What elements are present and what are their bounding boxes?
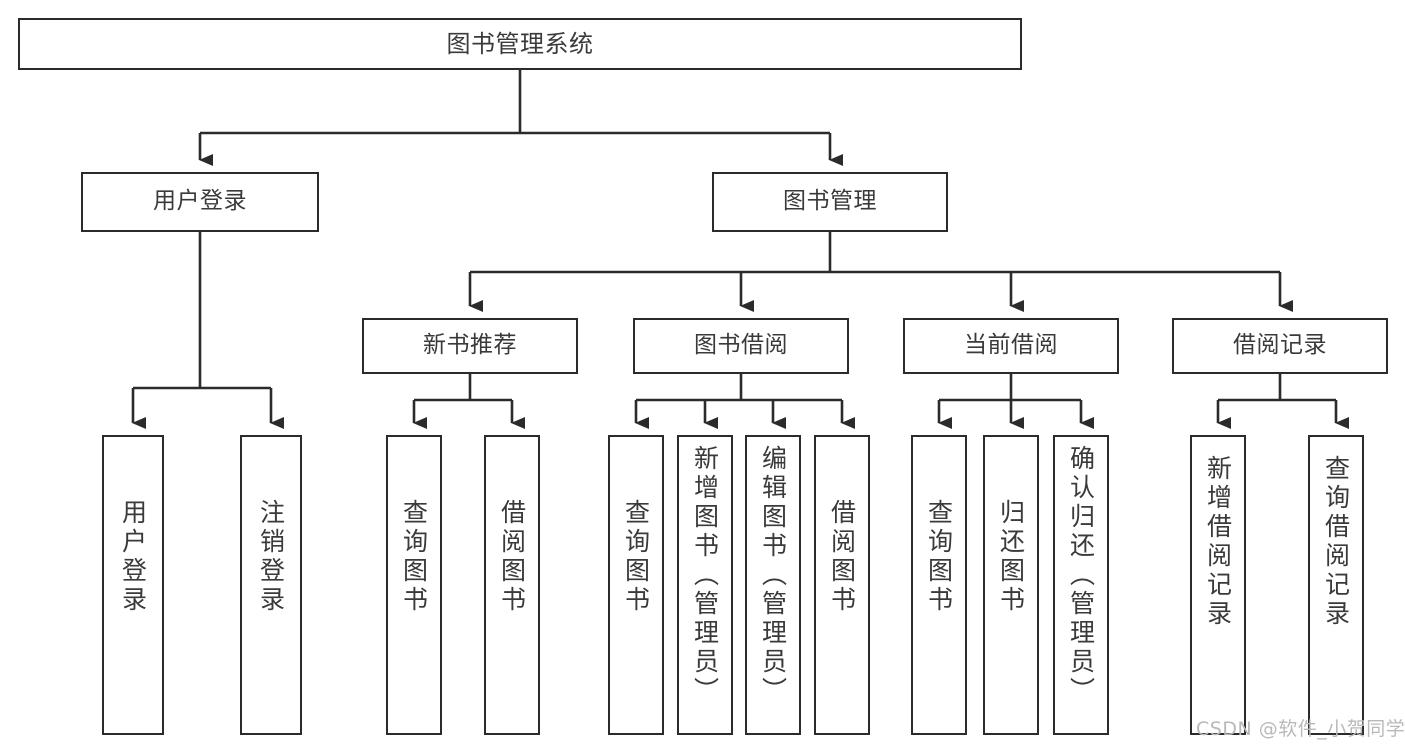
node-book-manage[interactable]: 图书管理 xyxy=(712,172,948,232)
node-borrow-record-label: 借阅记录 xyxy=(1233,332,1327,359)
csdn-watermark: CSDN @软件_小贺同学 xyxy=(1196,718,1405,740)
node-leaf-query-book-3[interactable]: 查询图书 xyxy=(911,435,967,735)
node-leaf-query-record[interactable]: 查询借阅记录 xyxy=(1308,435,1364,735)
node-leaf-edit-book[interactable]: 编辑图书（管理员） xyxy=(745,435,801,735)
node-new-book-recommend-label: 新书推荐 xyxy=(423,332,517,359)
node-leaf-add-record[interactable]: 新增借阅记录 xyxy=(1190,435,1246,735)
node-leaf-add-record-label: 新增借阅记录 xyxy=(1203,455,1233,629)
node-leaf-query-book-3-label: 查询图书 xyxy=(924,499,954,615)
node-book-borrow-label: 图书借阅 xyxy=(694,332,788,359)
node-leaf-borrow-book-1[interactable]: 借阅图书 xyxy=(484,435,540,735)
node-root-label: 图书管理系统 xyxy=(446,29,594,58)
node-leaf-confirm-return[interactable]: 确认归还（管理员） xyxy=(1053,435,1109,735)
node-borrow-record[interactable]: 借阅记录 xyxy=(1172,318,1388,374)
node-leaf-user-login-label: 用户登录 xyxy=(118,499,148,615)
node-book-borrow[interactable]: 图书借阅 xyxy=(633,318,849,374)
node-leaf-query-book-2-label: 查询图书 xyxy=(621,499,651,615)
node-leaf-query-record-label: 查询借阅记录 xyxy=(1321,455,1351,629)
node-leaf-query-book-1[interactable]: 查询图书 xyxy=(386,435,442,735)
node-leaf-edit-book-label: 编辑图书（管理员） xyxy=(758,445,788,706)
node-leaf-return-book-label: 归还图书 xyxy=(996,499,1026,615)
node-leaf-borrow-book-2[interactable]: 借阅图书 xyxy=(814,435,870,735)
node-leaf-query-book-2[interactable]: 查询图书 xyxy=(608,435,664,735)
node-user-login[interactable]: 用户登录 xyxy=(81,172,319,232)
node-new-book-recommend[interactable]: 新书推荐 xyxy=(362,318,578,374)
node-leaf-query-book-1-label: 查询图书 xyxy=(399,499,429,615)
node-leaf-add-book-label: 新增图书（管理员） xyxy=(690,445,720,706)
node-leaf-return-book[interactable]: 归还图书 xyxy=(983,435,1039,735)
node-leaf-borrow-book-1-label: 借阅图书 xyxy=(497,499,527,615)
node-leaf-add-book[interactable]: 新增图书（管理员） xyxy=(677,435,733,735)
node-leaf-user-logout[interactable]: 注销登录 xyxy=(240,435,302,735)
node-leaf-borrow-book-2-label: 借阅图书 xyxy=(827,499,857,615)
node-leaf-user-login[interactable]: 用户登录 xyxy=(102,435,164,735)
node-root[interactable]: 图书管理系统 xyxy=(18,18,1022,70)
node-current-borrow-label: 当前借阅 xyxy=(964,332,1058,359)
node-user-login-label: 用户登录 xyxy=(153,188,247,215)
node-book-manage-label: 图书管理 xyxy=(783,188,877,215)
node-leaf-confirm-return-label: 确认归还（管理员） xyxy=(1066,445,1096,706)
node-leaf-user-logout-label: 注销登录 xyxy=(256,499,286,615)
node-current-borrow[interactable]: 当前借阅 xyxy=(903,318,1119,374)
